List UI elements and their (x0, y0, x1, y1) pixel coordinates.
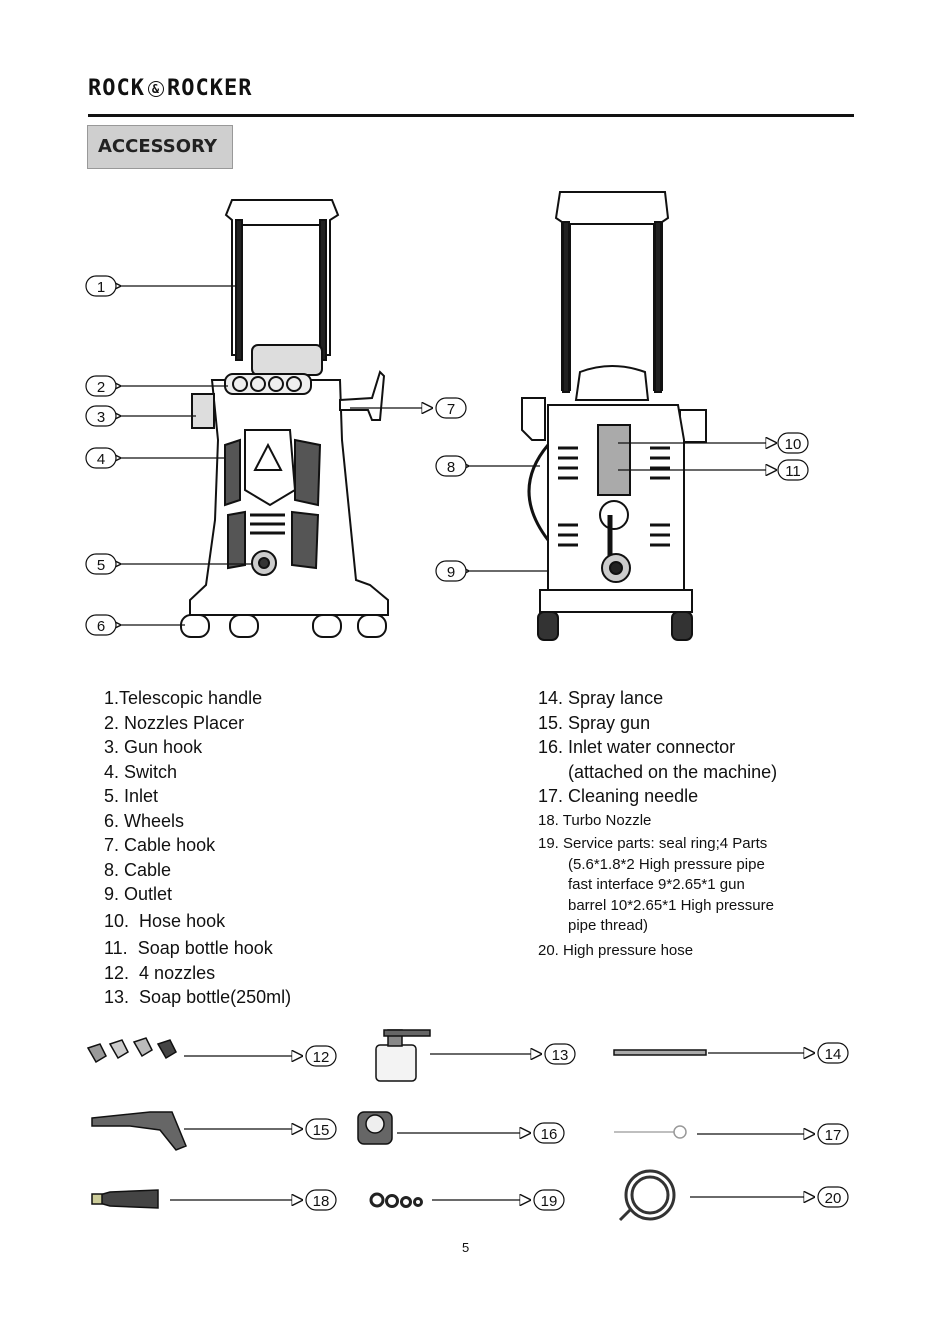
inlet-connector-icon (358, 1112, 392, 1144)
part-item: 7. Cable hook (104, 833, 291, 858)
soap-bottle-icon (376, 1030, 430, 1081)
part-item: 11. Soap bottle hook (104, 936, 291, 961)
part-item: 18. Turbo Nozzle (538, 811, 777, 832)
accessory-icons (88, 1030, 706, 1220)
part-item: 13. Soap bottle(250ml) (104, 985, 291, 1010)
page-number: 5 (462, 1240, 469, 1255)
part-item: 16. Inlet water connector (538, 735, 777, 760)
part-item: 5. Inlet (104, 784, 291, 809)
callout-7-text: 7 (447, 401, 455, 418)
part-item: 2. Nozzles Placer (104, 711, 291, 736)
callout-19-text: 19 (541, 1193, 558, 1210)
callout-5-text: 5 (97, 557, 105, 574)
parts-list-left: 1.Telescopic handle 2. Nozzles Placer 3.… (104, 686, 291, 1010)
callout-20-text: 20 (825, 1190, 842, 1207)
callout-18-text: 18 (313, 1193, 330, 1210)
part-item-continued: (attached on the machine) (538, 760, 777, 785)
callout-14-text: 14 (825, 1046, 842, 1063)
callout-6-text: 6 (97, 618, 105, 635)
part-item-continued: fast interface 9*2.65*1 gun (538, 875, 777, 896)
callout-4-text: 4 (97, 451, 105, 468)
parts-list-right: 14. Spray lance 15. Spray gun 16. Inlet … (538, 686, 777, 961)
part-item: 19. Service parts: seal ring;4 Parts (538, 834, 777, 855)
turbo-nozzle-icon (92, 1190, 158, 1208)
part-item: 4. Switch (104, 760, 291, 785)
part-item-continued: barrel 10*2.65*1 High pressure (538, 896, 777, 917)
callout-12-text: 12 (313, 1049, 330, 1066)
high-pressure-hose-icon (620, 1171, 674, 1220)
part-item: 10. Hose hook (104, 909, 291, 934)
cleaning-needle-icon (614, 1126, 686, 1138)
part-item: 3. Gun hook (104, 735, 291, 760)
part-item: 14. Spray lance (538, 686, 777, 711)
callout-16-text: 16 (541, 1126, 558, 1143)
nozzles-icon (88, 1038, 176, 1062)
part-item: 1.Telescopic handle (104, 686, 291, 711)
callout-8-text: 8 (447, 459, 455, 476)
part-item-continued: (5.6*1.8*2 High pressure pipe (538, 855, 777, 876)
part-item: 8. Cable (104, 858, 291, 883)
part-item: 6. Wheels (104, 809, 291, 834)
callout-13-text: 13 (552, 1047, 569, 1064)
callout-2-text: 2 (97, 379, 105, 396)
part-item-continued: pipe thread) (538, 916, 777, 937)
callout-10-text: 10 (785, 436, 802, 453)
part-item: 17. Cleaning needle (538, 784, 777, 809)
part-item: 12. 4 nozzles (104, 961, 291, 986)
spray-lance-icon (614, 1050, 706, 1055)
callout-17-text: 17 (825, 1127, 842, 1144)
seal-rings-icon (371, 1194, 422, 1207)
spray-gun-icon (92, 1112, 186, 1150)
callout-15-text: 15 (313, 1122, 330, 1139)
part-item: 20. High pressure hose (538, 941, 777, 962)
callout-1-text: 1 (97, 279, 105, 296)
callout-11-text: 11 (785, 463, 801, 480)
callout-3-text: 3 (97, 409, 105, 426)
front-view-machine (181, 200, 388, 637)
part-item: 9. Outlet (104, 882, 291, 907)
part-item: 15. Spray gun (538, 711, 777, 736)
callout-9-text: 9 (447, 564, 455, 581)
back-view-machine (522, 192, 706, 640)
